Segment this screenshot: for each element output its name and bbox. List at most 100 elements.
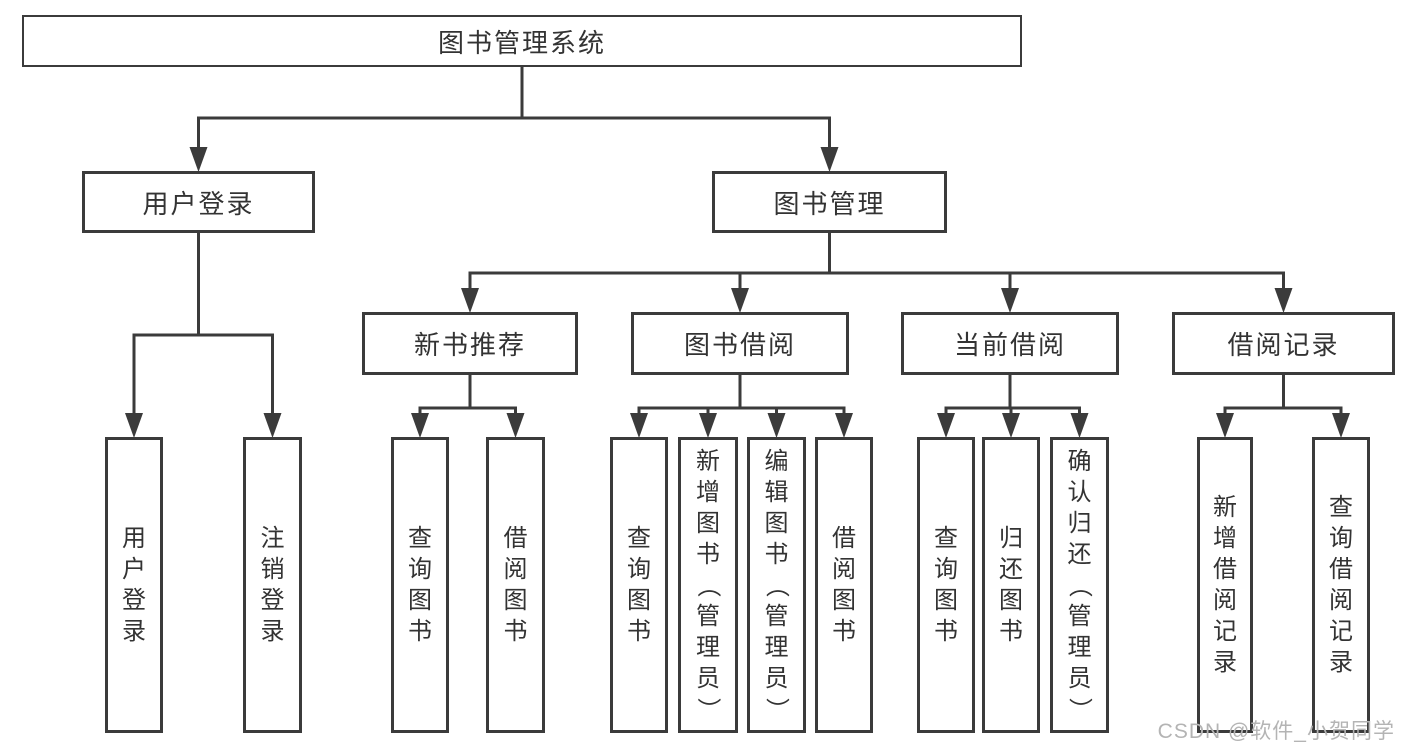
node-label-char: 书 [764, 540, 789, 568]
arrowhead-icon [1001, 288, 1019, 313]
node-label-char: 图 [627, 587, 651, 614]
node-label-char: 查 [934, 525, 958, 552]
node-label-char: 书 [934, 618, 958, 645]
node-label: 新书推荐 [413, 330, 526, 360]
node-label-char: 用 [122, 525, 146, 552]
node-label-char: 查 [627, 525, 651, 552]
node-label: 图书管理 [773, 188, 886, 219]
node-label-char: 查 [1329, 494, 1353, 521]
node-label-char: 录 [1213, 649, 1237, 676]
node-label-char: 阅 [1329, 587, 1353, 614]
node-label-char: ） [1066, 697, 1093, 721]
node-label-char: 询 [934, 556, 958, 583]
node-leaf-query-books-b: 查询图书 [610, 437, 668, 733]
arrowhead-icon [461, 288, 479, 313]
node-book-borrowing: 图书借阅 [631, 312, 849, 375]
node-leaf-return-books: 归还图书 [982, 437, 1040, 733]
node-label-char: 辑 [764, 478, 789, 506]
node-label-char: 理 [764, 633, 789, 661]
node-label-char: 借 [1329, 556, 1353, 583]
node-current-borrowing: 当前借阅 [901, 312, 1119, 375]
node-leaf-query-books-a: 查询图书 [391, 437, 449, 733]
arrowhead-icon [1070, 413, 1089, 438]
node-label-char: 管 [1067, 602, 1092, 630]
node-label-char: 员 [764, 664, 789, 692]
node-label-char: 书 [408, 618, 432, 645]
arrowhead-icon [767, 413, 786, 438]
node-label-char: 借 [832, 525, 856, 552]
node-label-char: 员 [1067, 664, 1092, 692]
node-label-char: 录 [260, 618, 285, 645]
arrowhead-icon [1332, 413, 1350, 438]
watermark: CSDN @软件_小贺同学 [1157, 720, 1395, 743]
arrowhead-icon [835, 413, 853, 438]
arrowhead-icon [125, 413, 143, 438]
node-label-char: 登 [122, 587, 146, 614]
node-label-char: 图 [408, 587, 432, 614]
node-label-char: 查 [408, 525, 432, 552]
node-label: 用户登录 [142, 188, 255, 219]
node-leaf-query-books-c: 查询图书 [917, 437, 975, 733]
node-label-char: 归 [999, 525, 1023, 552]
arrowhead-icon [1216, 413, 1234, 438]
node-label-char: 记 [1329, 618, 1353, 645]
node-label-char: 询 [408, 556, 432, 583]
node-label-char: 认 [1067, 478, 1092, 506]
arrowhead-icon [699, 413, 717, 438]
node-label-char: 增 [696, 478, 720, 506]
node-label-char: 询 [627, 556, 651, 583]
arrowhead-icon [820, 147, 839, 172]
node-label-char: 阅 [503, 556, 528, 583]
node-label-char: 书 [696, 540, 720, 568]
arrowhead-icon [1002, 413, 1020, 438]
arrowhead-icon [937, 413, 955, 438]
node-label-char: 编 [764, 447, 789, 475]
node-label: 图书管理系统 [437, 27, 606, 58]
node-label-char: 图 [764, 509, 789, 537]
node-leaf-logout: 注销登录 [243, 437, 302, 733]
node-label-char: 归 [1067, 509, 1092, 537]
node-label-char: 还 [999, 556, 1023, 583]
node-label-char: 图 [832, 587, 856, 614]
node-label-char: 书 [503, 618, 528, 645]
node-leaf-borrow-books-b: 借阅图书 [815, 437, 873, 733]
node-label-char: 理 [696, 633, 720, 661]
arrowhead-icon [506, 413, 525, 438]
node-label-char: （ [763, 573, 790, 597]
arrowhead-icon [630, 413, 648, 438]
node-library-system: 图书管理系统 [22, 15, 1022, 67]
node-label-char: 确 [1067, 447, 1092, 475]
node-label-char: 新 [1213, 494, 1237, 521]
node-label-char: 询 [1329, 525, 1353, 552]
node-label-char: 记 [1213, 618, 1237, 645]
node-label-char: 书 [832, 618, 856, 645]
node-label-char: 理 [1067, 633, 1092, 661]
node-leaf-edit-books: 编辑图书 （ 管理员 ） [747, 437, 806, 733]
node-book-management: 图书管理 [712, 171, 947, 233]
node-label-char: 书 [999, 618, 1023, 645]
node-borrow-records: 借阅记录 [1172, 312, 1395, 375]
node-label-char: 图 [934, 587, 958, 614]
node-label-char: 录 [1329, 649, 1353, 676]
node-label-char: 增 [1213, 525, 1237, 552]
node-label-char: 户 [122, 556, 146, 583]
node-label-char: 借 [503, 525, 528, 552]
node-leaf-confirm-return: 确认归还（管理员） [1050, 437, 1109, 733]
arrowhead-icon [411, 413, 429, 438]
node-label-char: 录 [122, 618, 146, 645]
node-label-char: 借 [1213, 556, 1237, 583]
node-label: 借阅记录 [1227, 330, 1340, 360]
node-label-char: （ [694, 573, 722, 597]
node-user-login: 用户登录 [82, 171, 315, 233]
node-label-char: ） [763, 697, 790, 721]
node-label-char: 书 [627, 618, 651, 645]
node-label-char: 管 [764, 602, 789, 630]
node-label-char: 登 [260, 587, 285, 614]
node-label-char: 员 [696, 664, 720, 692]
node-label-char: 还 [1067, 540, 1092, 568]
node-leaf-user-login: 用户登录 [105, 437, 163, 733]
node-label: 图书借阅 [683, 330, 796, 360]
node-label-char: 管 [696, 602, 720, 630]
node-label-char: 图 [503, 587, 528, 614]
